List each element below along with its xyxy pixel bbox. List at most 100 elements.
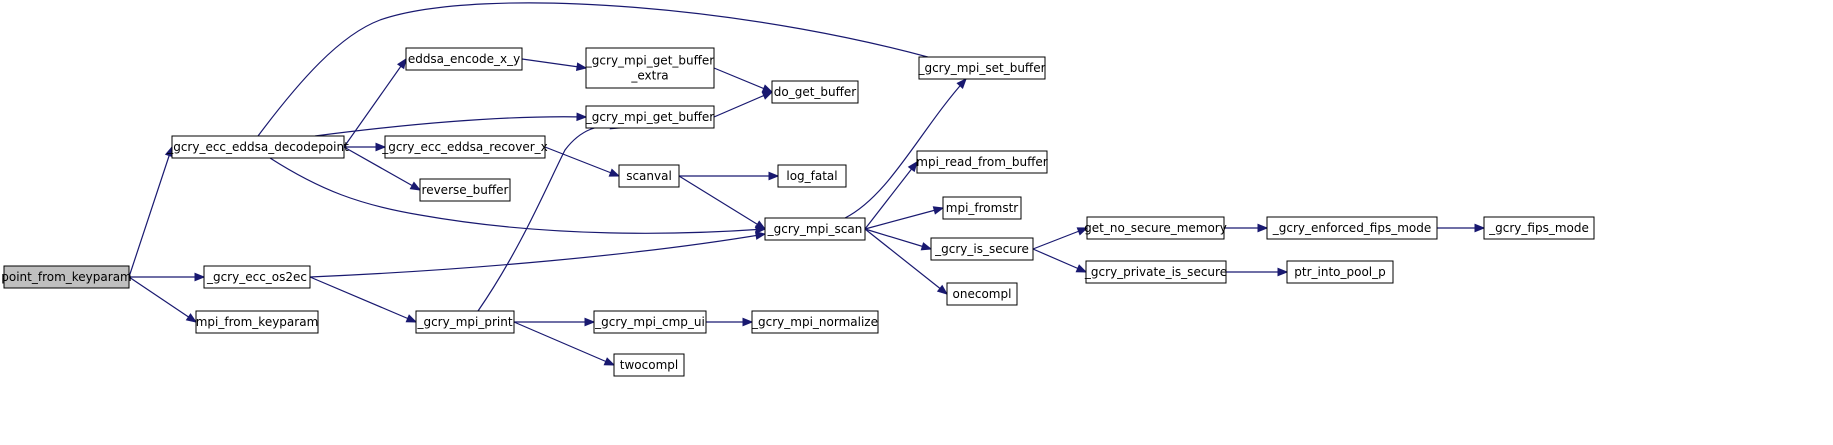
function-node-gcry-mpi-cmp-ui[interactable]: _gcry_mpi_cmp_ui — [593, 310, 707, 334]
node-box — [613, 353, 685, 377]
arrow-head-icon — [405, 314, 418, 323]
arrow-head-icon — [742, 317, 754, 327]
node-label: get_no_secure_memory — [1084, 221, 1227, 235]
function-node-reverse-buffer[interactable]: reverse_buffer — [419, 178, 511, 202]
function-node-gcry-ecc-eddsa-decodepoint[interactable]: _gcry_ecc_eddsa_decodepoint — [166, 135, 349, 159]
function-node-do-get-buffer[interactable]: do_get_buffer — [771, 80, 859, 104]
node-box — [930, 237, 1034, 261]
arrow-head-icon — [932, 206, 945, 215]
call-edge — [864, 228, 949, 295]
edge-line — [678, 175, 766, 230]
call-edge — [343, 57, 407, 148]
node-box — [415, 310, 515, 334]
node-box — [593, 310, 707, 334]
node-box — [3, 265, 130, 289]
arrow-head-icon — [185, 313, 198, 323]
node-box — [771, 80, 859, 104]
node-label: _extra — [630, 69, 668, 83]
call-edge — [521, 58, 588, 71]
arrow-head-icon — [761, 84, 774, 93]
arrow-head-icon — [907, 160, 918, 173]
call-edge — [309, 231, 767, 278]
node-box — [916, 150, 1048, 174]
arrow-head-icon — [375, 142, 387, 152]
function-node-log-fatal[interactable]: log_fatal — [777, 164, 847, 188]
edge-line — [269, 157, 766, 234]
arrow-head-icon — [761, 91, 774, 100]
call-edge — [128, 145, 174, 278]
node-label: _gcry_mpi_set_buffer — [917, 61, 1045, 75]
node-box — [419, 178, 511, 202]
node-box — [1266, 216, 1438, 240]
function-node-get-no-secure-memory[interactable]: get_no_secure_memory — [1084, 216, 1227, 240]
call-edge — [864, 228, 933, 251]
node-box — [203, 265, 311, 289]
node-box — [171, 135, 345, 159]
node-label: _gcry_is_secure — [934, 242, 1029, 256]
call-edge — [343, 146, 422, 191]
edge-line — [713, 91, 773, 118]
function-node-eddsa-encode-x-y[interactable]: eddsa_encode_x_y — [405, 47, 523, 71]
node-label: reverse_buffer — [422, 183, 509, 197]
node-box — [777, 164, 847, 188]
edge-line — [864, 228, 948, 295]
call-edge — [344, 142, 387, 152]
arrow-head-icon — [956, 78, 967, 89]
function-node-scanval[interactable]: scanval — [618, 164, 680, 188]
function-nodes: point_from_keyparam _gcry_ecc_eddsa_decod… — [1, 47, 1595, 377]
function-node-mpi-from-keyparam[interactable]: mpi_from_keyparam — [195, 310, 319, 334]
call-edge — [844, 78, 967, 219]
arrow-head-icon — [603, 357, 616, 366]
edge-line — [314, 116, 587, 137]
function-node-gcry-mpi-normalize[interactable]: _gcry_mpi_normalize — [751, 310, 879, 334]
arrow-head-icon — [754, 231, 767, 240]
arrow-head-icon — [576, 112, 588, 122]
edge-line — [713, 67, 773, 93]
function-node-onecompl[interactable]: onecompl — [946, 282, 1018, 306]
function-node-gcry-ecc-eddsa-recover-x[interactable]: _gcry_ecc_eddsa_recover_x — [381, 135, 548, 159]
function-node-ptr-into-pool-p[interactable]: ptr_into_pool_p — [1286, 260, 1394, 284]
function-node-gcry-ecc-os2ec[interactable]: _gcry_ecc_os2ec — [203, 265, 311, 289]
node-label: do_get_buffer — [774, 85, 857, 99]
edge-line — [128, 276, 197, 323]
node-box — [405, 47, 523, 71]
function-node-gcry-mpi-scan[interactable]: _gcry_mpi_scan — [764, 217, 866, 241]
edge-line — [521, 58, 587, 69]
function-node-gcry-is-secure[interactable]: _gcry_is_secure — [930, 237, 1034, 261]
function-node-gcry-private-is-secure[interactable]: _gcry_private_is_secure — [1084, 260, 1227, 284]
edge-line — [844, 78, 967, 219]
node-box — [384, 135, 546, 159]
call-edge — [309, 276, 418, 323]
function-node-gcry-mpi-print[interactable]: _gcry_mpi_print — [415, 310, 515, 334]
node-label: _gcry_ecc_eddsa_decodepoint — [166, 140, 349, 154]
node-label: _gcry_mpi_cmp_ui — [594, 315, 705, 329]
edge-line — [343, 58, 407, 148]
function-node-gcry-fips-mode[interactable]: _gcry_fips_mode — [1483, 216, 1595, 240]
function-node-twocompl[interactable]: twocompl — [613, 353, 685, 377]
function-node-point-from-keyparam[interactable]: point_from_keyparam — [1, 265, 132, 289]
function-node-mpi-fromstr[interactable]: mpi_fromstr — [942, 196, 1022, 220]
node-label: _gcry_mpi_scan — [767, 222, 863, 236]
function-node-gcry-mpi-get-buffer[interactable]: _gcry_mpi_get_buffer — [585, 105, 715, 129]
arrow-head-icon — [754, 220, 767, 230]
function-node-gcry-enforced-fips-mode[interactable]: _gcry_enforced_fips_mode — [1266, 216, 1438, 240]
arrow-head-icon — [608, 168, 621, 177]
node-label: log_fatal — [786, 169, 837, 183]
edge-line — [309, 276, 417, 323]
node-box — [1086, 216, 1225, 240]
arrow-head-icon — [1257, 223, 1269, 233]
node-box — [1483, 216, 1595, 240]
node-label: _gcry_mpi_normalize — [751, 315, 878, 329]
node-label: onecompl — [953, 287, 1012, 301]
node-label: _gcry_ecc_eddsa_recover_x — [381, 140, 548, 154]
function-node-gcry-mpi-get-buffer-extra[interactable]: _gcry_mpi_get_buffer_extra — [585, 47, 715, 89]
node-box — [618, 164, 680, 188]
node-label: eddsa_encode_x_y — [408, 52, 520, 66]
arrow-head-icon — [1474, 223, 1486, 233]
call-edge — [864, 206, 945, 230]
edge-line — [309, 233, 766, 278]
function-node-gcry-mpi-set-buffer[interactable]: _gcry_mpi_set_buffer — [917, 56, 1046, 80]
function-node-mpi-read-from-buffer[interactable]: mpi_read_from_buffer — [916, 150, 1048, 174]
node-box — [946, 282, 1018, 306]
